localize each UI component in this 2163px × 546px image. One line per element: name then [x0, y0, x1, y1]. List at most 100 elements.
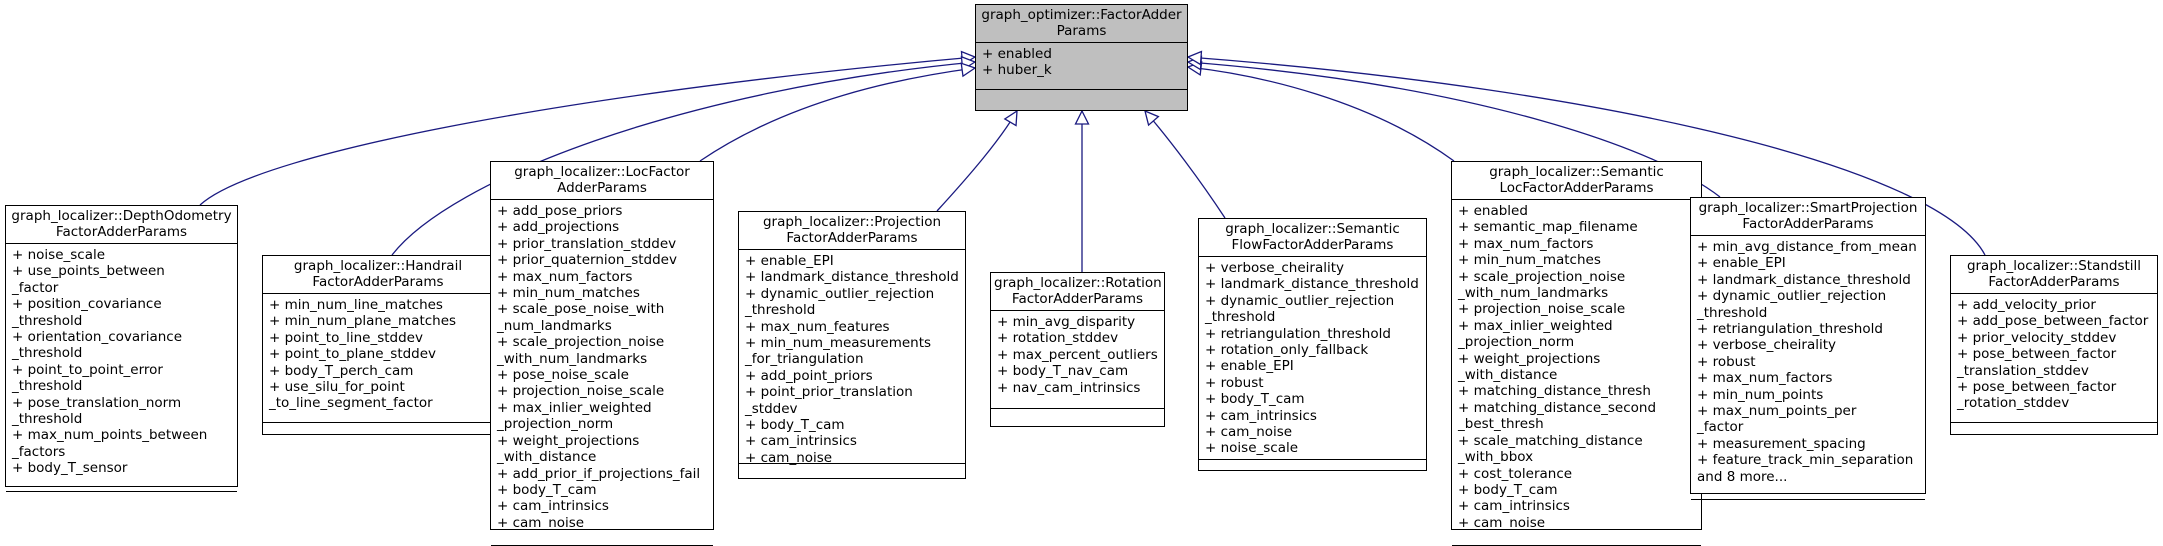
attribute-line: + landmark_distance_threshold: [1697, 271, 1911, 288]
attribute-line: + prior_velocity_stddev: [1957, 329, 2117, 346]
attribute-line: + enabled: [1458, 203, 1528, 219]
attribute-line: + use_silu_for_point: [269, 379, 405, 396]
attribute-line: _projection_norm: [1458, 334, 1575, 351]
attribute-line: _threshold: [1697, 304, 1768, 321]
attribute-line: + body_T_cam: [1205, 391, 1305, 408]
attribute-line: + cam_intrinsics: [497, 498, 609, 515]
attribute-line: + verbose_cheirality: [1697, 337, 1837, 354]
attribute-line: _factor: [1697, 419, 1744, 436]
attribute-line: _rotation_stddev: [1957, 395, 2070, 412]
attribute-line: + cam_intrinsics: [1205, 407, 1317, 424]
inheritance-edge: [1144, 110, 1226, 219]
attribute-line: + add_pose_priors: [497, 203, 623, 219]
attribute-line: + pose_between_factor: [1957, 379, 2117, 396]
class-box-smart-projection: graph_localizer::SmartProjection FactorA…: [1690, 197, 1926, 500]
class-attributes-projection: + enable_EPI+ landmark_distance_threshol…: [739, 250, 965, 466]
attribute-line: _factors: [12, 443, 66, 460]
attribute-line: + min_avg_distance_from_mean: [1697, 239, 1917, 255]
attribute-line: and 8 more...: [1697, 468, 1788, 485]
attribute-line: + feature_track_min_separation: [1697, 452, 1914, 469]
attribute-line: + measurement_spacing: [1697, 435, 1866, 452]
attribute-line: + matching_distance_thresh: [1458, 383, 1651, 400]
attribute-line: + weight_projections: [1458, 350, 1601, 367]
attribute-line: + huber_k: [982, 62, 1052, 79]
attribute-line: + landmark_distance_threshold: [745, 269, 959, 286]
attribute-line: _for_triangulation: [745, 351, 864, 368]
attribute-line: + rotation_stddev: [997, 330, 1119, 347]
class-title-projection: graph_localizer::Projection FactorAdderP…: [739, 212, 965, 250]
class-box-semantic-flow: graph_localizer::Semantic FlowFactorAdde…: [1198, 218, 1427, 471]
attribute-line: + body_T_nav_cam: [997, 363, 1129, 380]
attribute-line: + body_T_sensor: [12, 460, 128, 477]
class-attributes-handrail: + min_num_line_matches+ min_num_plane_ma…: [263, 294, 493, 423]
attribute-line: + pose_noise_scale: [497, 367, 629, 384]
attribute-line: _with_num_landmarks: [497, 350, 648, 367]
class-box-semantic-loc: graph_localizer::Semantic LocFactorAdder…: [1451, 161, 1702, 546]
attribute-line: + enable_EPI: [1697, 255, 1786, 272]
class-attributes-smart-projection: + min_avg_distance_from_mean+ enable_EPI…: [1691, 236, 1925, 500]
attribute-line: _stddev: [745, 400, 798, 417]
attribute-line: _with_num_landmarks: [1458, 285, 1609, 302]
attribute-line: + min_num_matches: [1458, 252, 1601, 269]
attribute-line: _translation_stddev: [1957, 362, 2089, 379]
attribute-line: + min_avg_disparity: [997, 314, 1136, 330]
attribute-line: + body_T_perch_cam: [269, 362, 414, 379]
class-box-handrail: graph_localizer::Handrail FactorAdderPar…: [262, 255, 494, 435]
attribute-line: + dynamic_outlier_rejection: [745, 285, 935, 302]
attribute-line: _with_distance: [497, 449, 597, 466]
attribute-line: + body_T_cam: [745, 417, 845, 434]
attribute-line: + max_num_points_between: [12, 427, 208, 444]
attribute-line: + matching_distance_second: [1458, 399, 1657, 416]
attribute-line: + add_pose_between_factor: [1957, 313, 2149, 330]
attribute-line: + min_num_matches: [497, 285, 640, 302]
attribute-line: + dynamic_outlier_rejection: [1697, 288, 1887, 305]
class-box-loc-factor: graph_localizer::LocFactor AdderParams +…: [490, 161, 714, 546]
class-attributes-semantic-flow: + verbose_cheirality+ landmark_distance_…: [1199, 257, 1426, 460]
attribute-line: + landmark_distance_threshold: [1205, 276, 1419, 293]
attribute-line: + min_num_plane_matches: [269, 313, 457, 330]
attribute-line: + cost_tolerance: [1458, 465, 1573, 482]
attribute-line: _factor: [12, 279, 59, 296]
attribute-line: + prior_translation_stddev: [497, 235, 677, 252]
attribute-line: + pose_translation_norm: [12, 394, 182, 411]
attribute-line: + scale_pose_noise_with: [497, 301, 665, 318]
attribute-line: + robust: [1697, 353, 1756, 370]
attribute-line: _with_distance: [1458, 367, 1558, 384]
attribute-line: + min_num_points: [1697, 386, 1824, 403]
attribute-line: + projection_noise_scale: [497, 383, 665, 400]
attribute-line: + cam_noise: [497, 514, 585, 531]
attribute-line: + max_num_factors: [1458, 235, 1594, 252]
attribute-line: _to_line_segment_factor: [269, 395, 433, 412]
attribute-line: + semantic_map_filename: [1458, 219, 1638, 236]
inheritance-arrowhead: [1186, 50, 1203, 66]
inheritance-arrowhead: [1003, 109, 1018, 127]
attribute-line: + cam_intrinsics: [1458, 498, 1570, 515]
class-attributes-semantic-loc: + enabled+ semantic_map_filename+ max_nu…: [1452, 200, 1701, 546]
attribute-line: + scale_matching_distance: [1458, 432, 1643, 449]
attribute-line: + enabled: [982, 46, 1052, 62]
attribute-line: _threshold: [12, 345, 83, 362]
attribute-line: _threshold: [12, 312, 83, 329]
class-attributes-loc-factor: + add_pose_priors+ add_projections+ prio…: [491, 200, 713, 546]
attribute-line: + point_to_line_stddev: [269, 329, 423, 346]
parent-class-title: graph_optimizer::FactorAdder Params: [976, 5, 1187, 43]
attribute-line: + body_T_cam: [1458, 481, 1558, 498]
attribute-line: + verbose_cheirality: [1205, 260, 1345, 276]
class-title-depth-odometry: graph_localizer::DepthOdometry FactorAdd…: [6, 206, 237, 244]
inheritance-edge: [199, 56, 976, 206]
class-title-standstill: graph_localizer::Standstill FactorAdderP…: [1951, 256, 2157, 294]
attribute-line: + point_to_plane_stddev: [269, 346, 437, 363]
parent-class-attributes: + enabled+ huber_k: [976, 43, 1187, 90]
class-title-rotation: graph_localizer::Rotation FactorAdderPar…: [991, 273, 1164, 311]
attribute-line: _projection_norm: [497, 416, 614, 433]
inheritance-edge: [936, 110, 1018, 212]
attribute-line: + dynamic_outlier_rejection: [1205, 292, 1395, 309]
attribute-line: + cam_intrinsics: [745, 433, 857, 450]
attribute-line: + max_percent_outliers: [997, 346, 1158, 363]
attribute-line: + max_num_factors: [497, 268, 633, 285]
inheritance-arrowhead: [960, 62, 977, 78]
attribute-line: + noise_scale: [12, 247, 106, 263]
class-title-semantic-loc: graph_localizer::Semantic LocFactorAdder…: [1452, 162, 1701, 200]
inheritance-edge: [699, 67, 976, 162]
